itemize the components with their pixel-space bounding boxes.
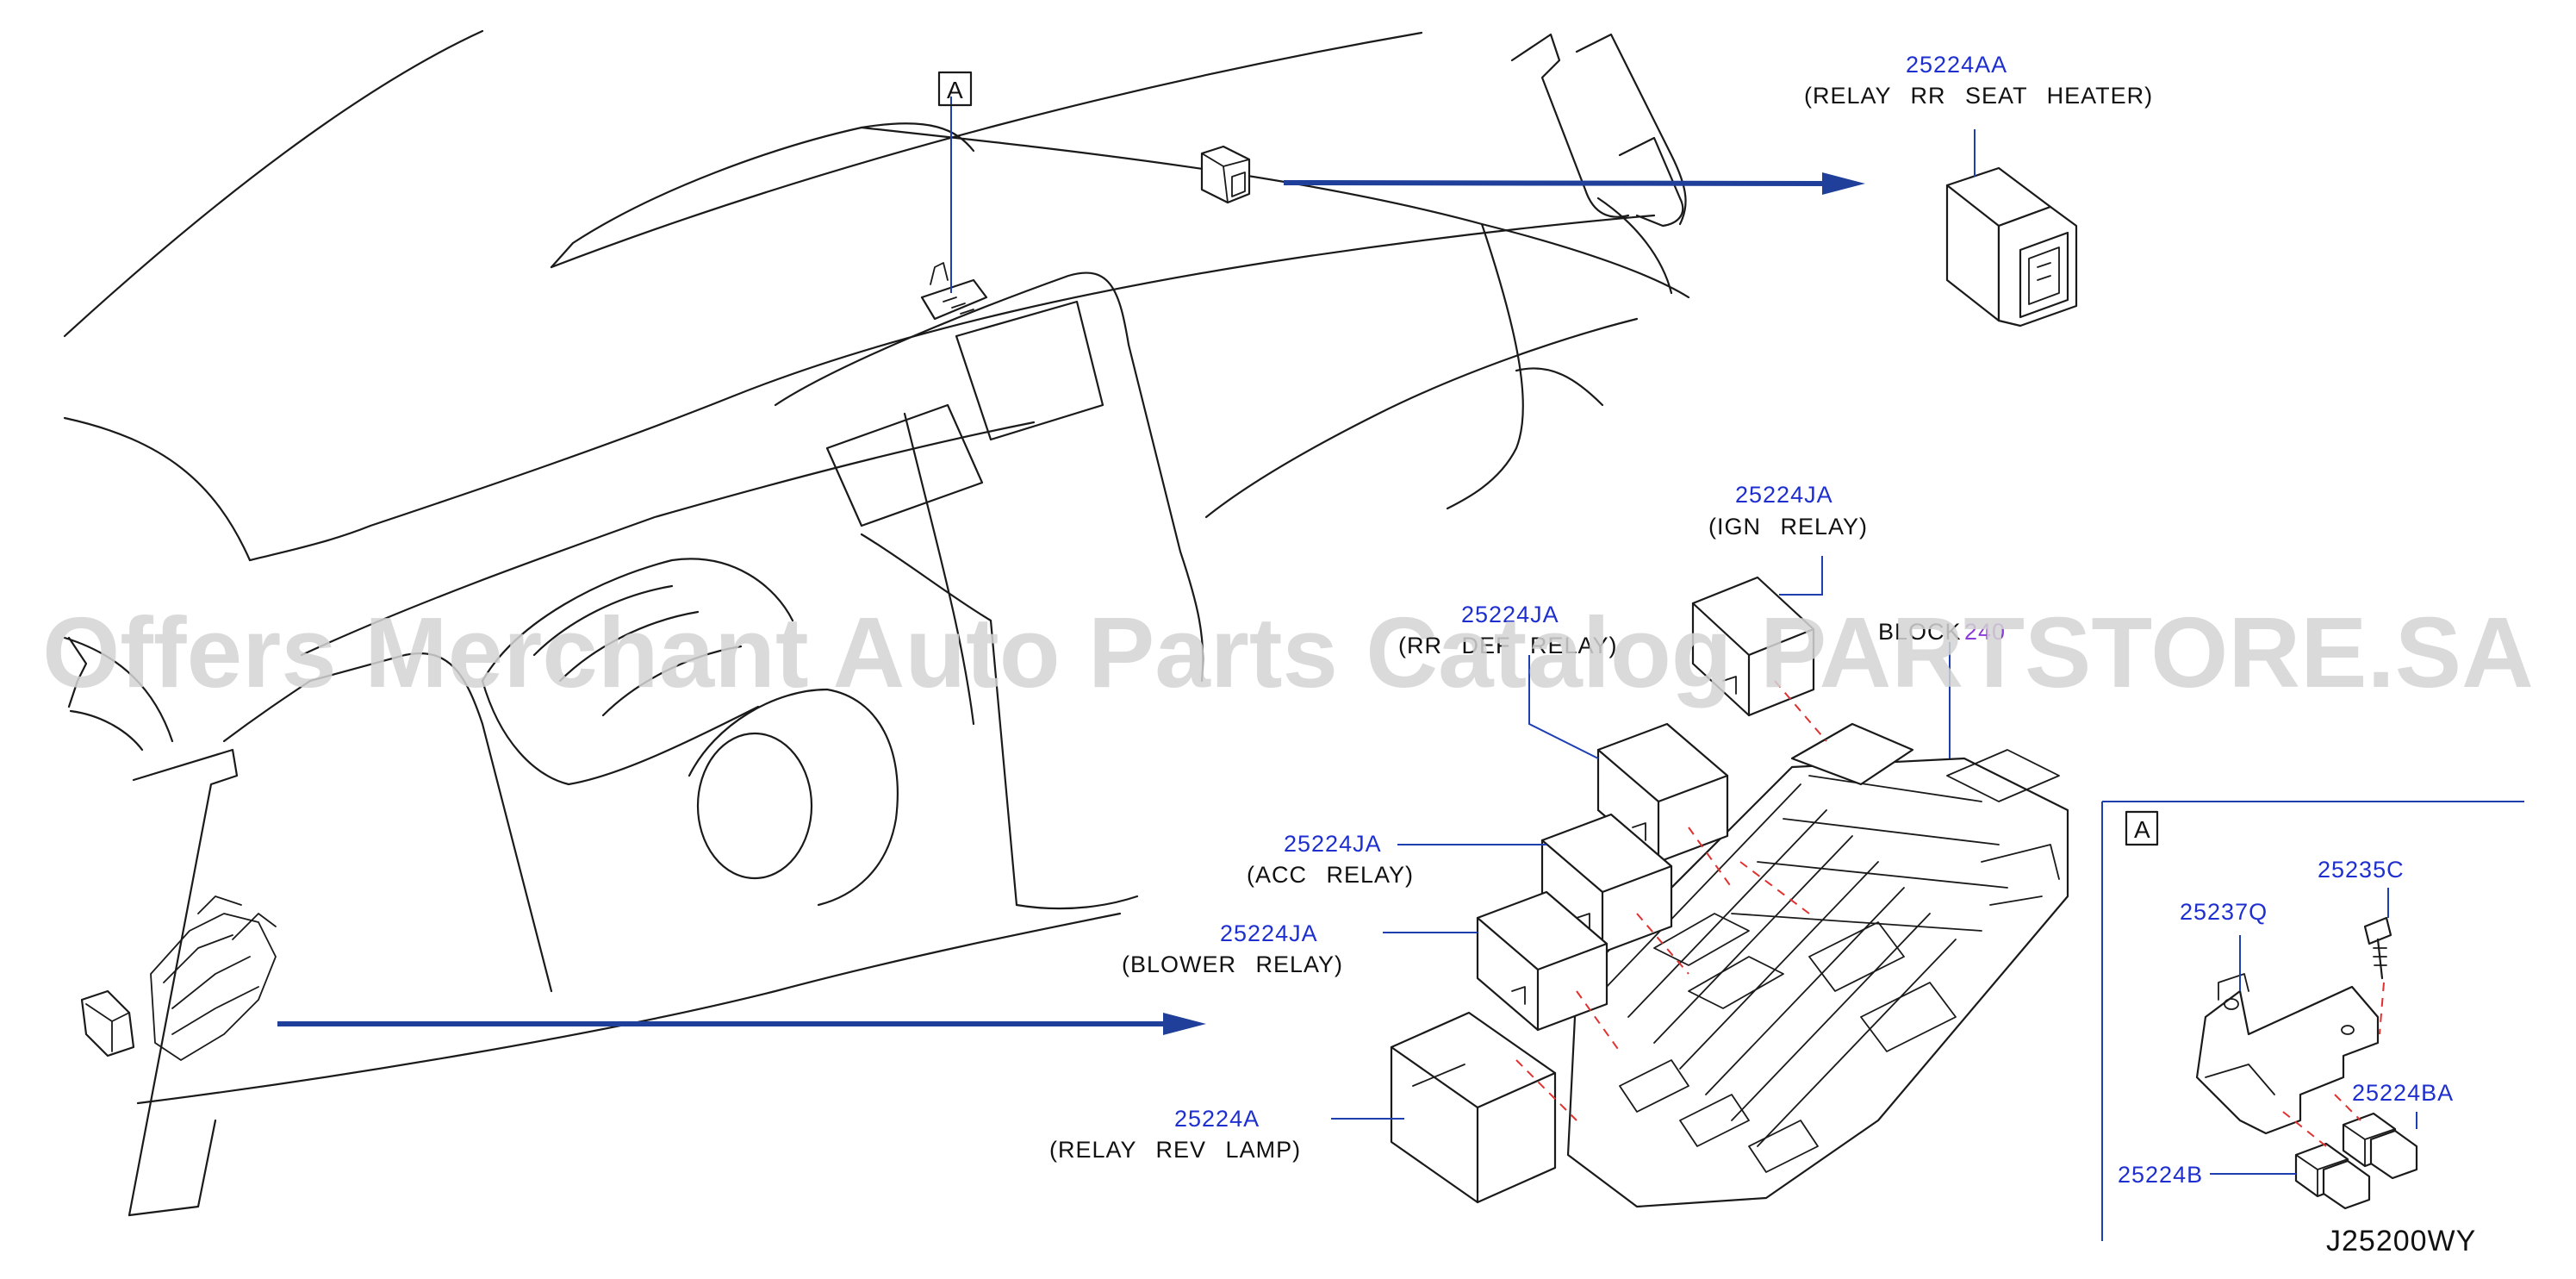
detail-part-25224b: 25224B <box>2118 1162 2203 1188</box>
callout-labels: A 25224AA (RELAY RR SEAT HEATER) 25224JA… <box>937 52 2153 1163</box>
rr-seat-heater-relay-small <box>1200 145 1251 204</box>
detail-part-25224ba: 25224BA <box>2352 1080 2454 1106</box>
view-a-marker-label: A <box>947 77 963 103</box>
rev-lamp-relay-body <box>1390 1011 1557 1204</box>
acc-relay-part-no: 25224JA <box>1284 831 1382 857</box>
detail-relay-25224ba <box>2342 1112 2418 1180</box>
ign-relay-part-no: 25224JA <box>1735 482 1833 508</box>
detail-part-25237q: 25237Q <box>2180 899 2268 925</box>
detail-dashed-lines <box>2282 982 2385 1147</box>
relay-bracket-a-location <box>920 262 988 321</box>
rr-seat-heater-relay-large <box>1945 166 2078 328</box>
ign-relay-name: (IGN RELAY) <box>1708 514 1868 540</box>
rev-lamp-relay-name: (RELAY REV LAMP) <box>1049 1137 1301 1163</box>
blower-relay-name: (BLOWER RELAY) <box>1122 951 1343 977</box>
fuse-block-number: 240 <box>1964 619 2006 645</box>
acc-relay-name: (ACC RELAY) <box>1247 862 1414 888</box>
detail-view-frame <box>2101 801 2524 1241</box>
detail-bracket-25237q <box>2195 973 2380 1135</box>
rr-def-relay-body <box>1596 722 1729 864</box>
detail-relay-25224b <box>2294 1142 2371 1210</box>
rr-seat-heater-name: (RELAY RR SEAT HEATER) <box>1804 83 2153 109</box>
watermark: Offers Merchant Auto Parts Catalog PARTS… <box>42 596 2534 708</box>
rr-seat-heater-part-no: 25224AA <box>1906 52 2007 78</box>
ign-relay-body <box>1691 576 1815 717</box>
detail-view-box <box>2125 810 2159 846</box>
flow-arrows <box>277 172 1865 1035</box>
rr-def-relay-part-no: 25224JA <box>1461 602 1559 627</box>
detail-part-25235c: 25235C <box>2318 857 2405 883</box>
detail-view-labels: A 25235C 25237Q 25224BA 25224B <box>2118 810 2454 1188</box>
diagram-code: J25200WY <box>2326 1225 2476 1257</box>
detail-view-label: A <box>2134 816 2150 843</box>
install-dashed-lines <box>1515 680 1827 1121</box>
blower-relay-body <box>1476 890 1608 1032</box>
dashboard-outline <box>63 29 1690 1217</box>
rev-lamp-relay-part-no: 25224A <box>1174 1106 1260 1132</box>
fuse-block-assembly <box>1566 722 2069 1208</box>
detail-screw-25235c <box>2363 916 2392 980</box>
leader-lines <box>950 97 2417 1175</box>
fuse-block-label: BLOCK <box>1878 619 1962 645</box>
blower-relay-part-no: 25224JA <box>1220 920 1318 946</box>
view-a-marker-box <box>937 71 973 107</box>
rr-def-relay-name: (RR DEF RELAY) <box>1398 633 1618 658</box>
